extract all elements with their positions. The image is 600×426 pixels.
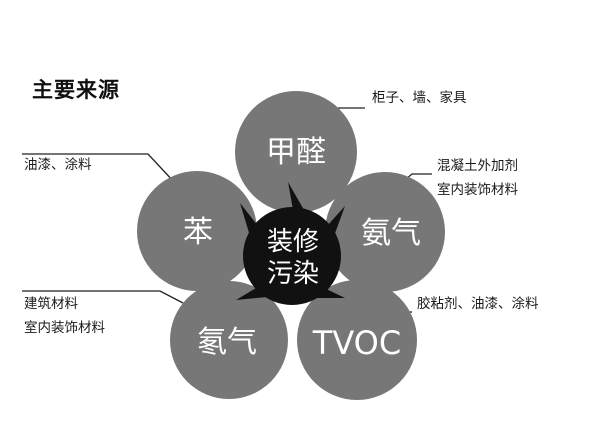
- petal-ammonia: 氨气: [325, 172, 445, 292]
- diagram-heading: 主要来源: [32, 78, 120, 102]
- petal-formaldehyde-label: 甲醛: [266, 135, 326, 170]
- center-circle: [243, 207, 341, 305]
- petal-ammonia-circle: [325, 172, 445, 292]
- center-label-line-1: 装修: [267, 227, 319, 257]
- center-label-line-2: 污染: [267, 259, 319, 289]
- petal-radon: 氡气: [170, 281, 288, 399]
- petal-radon-circle: [170, 281, 288, 399]
- petal-formaldehyde-circle: [235, 91, 357, 213]
- source-note-radon-line-2: 室内装饰材料: [24, 320, 105, 336]
- petal-tvoc-label: TVOC: [312, 324, 401, 362]
- petal-tvoc-circle: [297, 280, 417, 400]
- petal-formaldehyde: 甲醛: [235, 91, 357, 213]
- source-note-radon: 建筑材料 室内装饰材料: [24, 292, 105, 340]
- petal-radon-label: 氡气: [197, 325, 257, 360]
- source-note-radon-line-1: 建筑材料: [24, 296, 78, 312]
- source-note-tvoc-line-1: 胶粘剂、油漆、涂料: [417, 296, 539, 312]
- source-note-ammonia-line-1: 混凝土外加剂: [437, 158, 518, 174]
- leader-line-benzene: [22, 153, 176, 184]
- petal-benzene: 苯: [137, 171, 257, 291]
- petal-tvoc: TVOC: [297, 280, 417, 400]
- center-node: 装修 污染: [236, 182, 345, 305]
- source-note-ammonia: 混凝土外加剂 室内装饰材料: [437, 154, 518, 202]
- source-note-tvoc: 胶粘剂、油漆、涂料: [417, 292, 539, 316]
- center-spike-top: [288, 182, 304, 210]
- petal-benzene-circle: [137, 171, 257, 291]
- petal-benzene-label: 苯: [183, 215, 213, 250]
- petal-ammonia-label: 氨气: [361, 216, 421, 251]
- source-note-formaldehyde-line-1: 柜子、墙、家具: [372, 90, 467, 106]
- leader-line-radon: [22, 290, 184, 304]
- source-note-benzene-line-1: 油漆、涂料: [24, 157, 92, 173]
- source-note-ammonia-line-2: 室内装饰材料: [437, 182, 518, 198]
- source-note-formaldehyde: 柜子、墙、家具: [372, 86, 467, 110]
- source-note-benzene: 油漆、涂料: [24, 153, 92, 177]
